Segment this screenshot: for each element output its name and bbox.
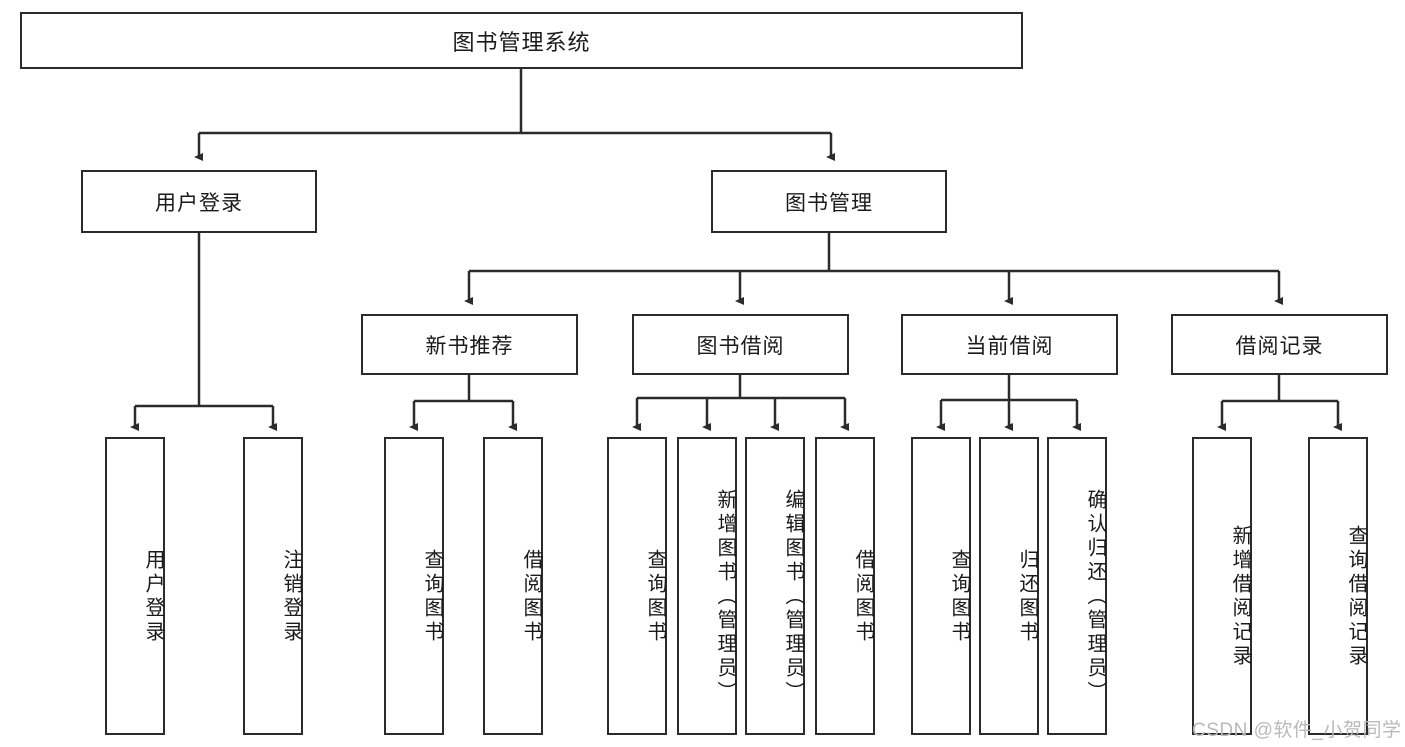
node-leaf-label: 新增图书（管理员） [714,489,736,705]
node-leaf-add-book-admin[interactable]: 新增图书（管理员） [677,437,737,735]
node-leaf-label: 查询图书 [421,549,443,645]
node-leaf-label: 确认归还（管理员） [1084,489,1106,705]
node-new-book-recommend[interactable]: 新书推荐 [361,314,578,375]
node-current-borrow[interactable]: 当前借阅 [901,314,1118,375]
node-root-book-management-system[interactable]: 图书管理系统 [20,12,1023,69]
node-user-login[interactable]: 用户登录 [81,170,317,233]
node-leaf-return-book[interactable]: 归还图书 [979,437,1039,735]
node-leaf-borrow-book[interactable]: 借阅图书 [815,437,875,735]
node-leaf-borrow-book-newbook[interactable]: 借阅图书 [483,437,543,735]
node-book-management[interactable]: 图书管理 [711,170,947,233]
node-leaf-label: 借阅图书 [520,549,542,645]
node-leaf-label: 查询借阅记录 [1345,525,1367,669]
node-borrow-record[interactable]: 借阅记录 [1171,314,1388,375]
node-leaf-query-book-current[interactable]: 查询图书 [911,437,971,735]
node-leaf-label: 注销登录 [280,549,302,645]
node-leaf-label: 查询图书 [948,549,970,645]
csdn-watermark: CSDN @软件_小贺同学 [1192,720,1402,741]
node-leaf-confirm-return-admin[interactable]: 确认归还（管理员） [1047,437,1107,735]
node-leaf-query-borrow-record[interactable]: 查询借阅记录 [1308,437,1368,735]
node-leaf-label: 归还图书 [1016,549,1038,645]
node-book-borrow[interactable]: 图书借阅 [632,314,849,375]
node-leaf-query-book-borrow[interactable]: 查询图书 [607,437,667,735]
node-leaf-label: 查询图书 [644,549,666,645]
node-leaf-add-borrow-record[interactable]: 新增借阅记录 [1192,437,1252,735]
node-leaf-label: 新增借阅记录 [1229,525,1251,669]
node-leaf-edit-book-admin[interactable]: 编辑图书（管理员） [745,437,805,735]
node-leaf-label: 编辑图书（管理员） [782,489,804,705]
node-leaf-label: 借阅图书 [852,549,874,645]
node-leaf-logout[interactable]: 注销登录 [243,437,303,735]
node-leaf-query-book-newbook[interactable]: 查询图书 [384,437,444,735]
node-leaf-user-login[interactable]: 用户登录 [105,437,165,735]
node-leaf-label: 用户登录 [142,549,164,645]
